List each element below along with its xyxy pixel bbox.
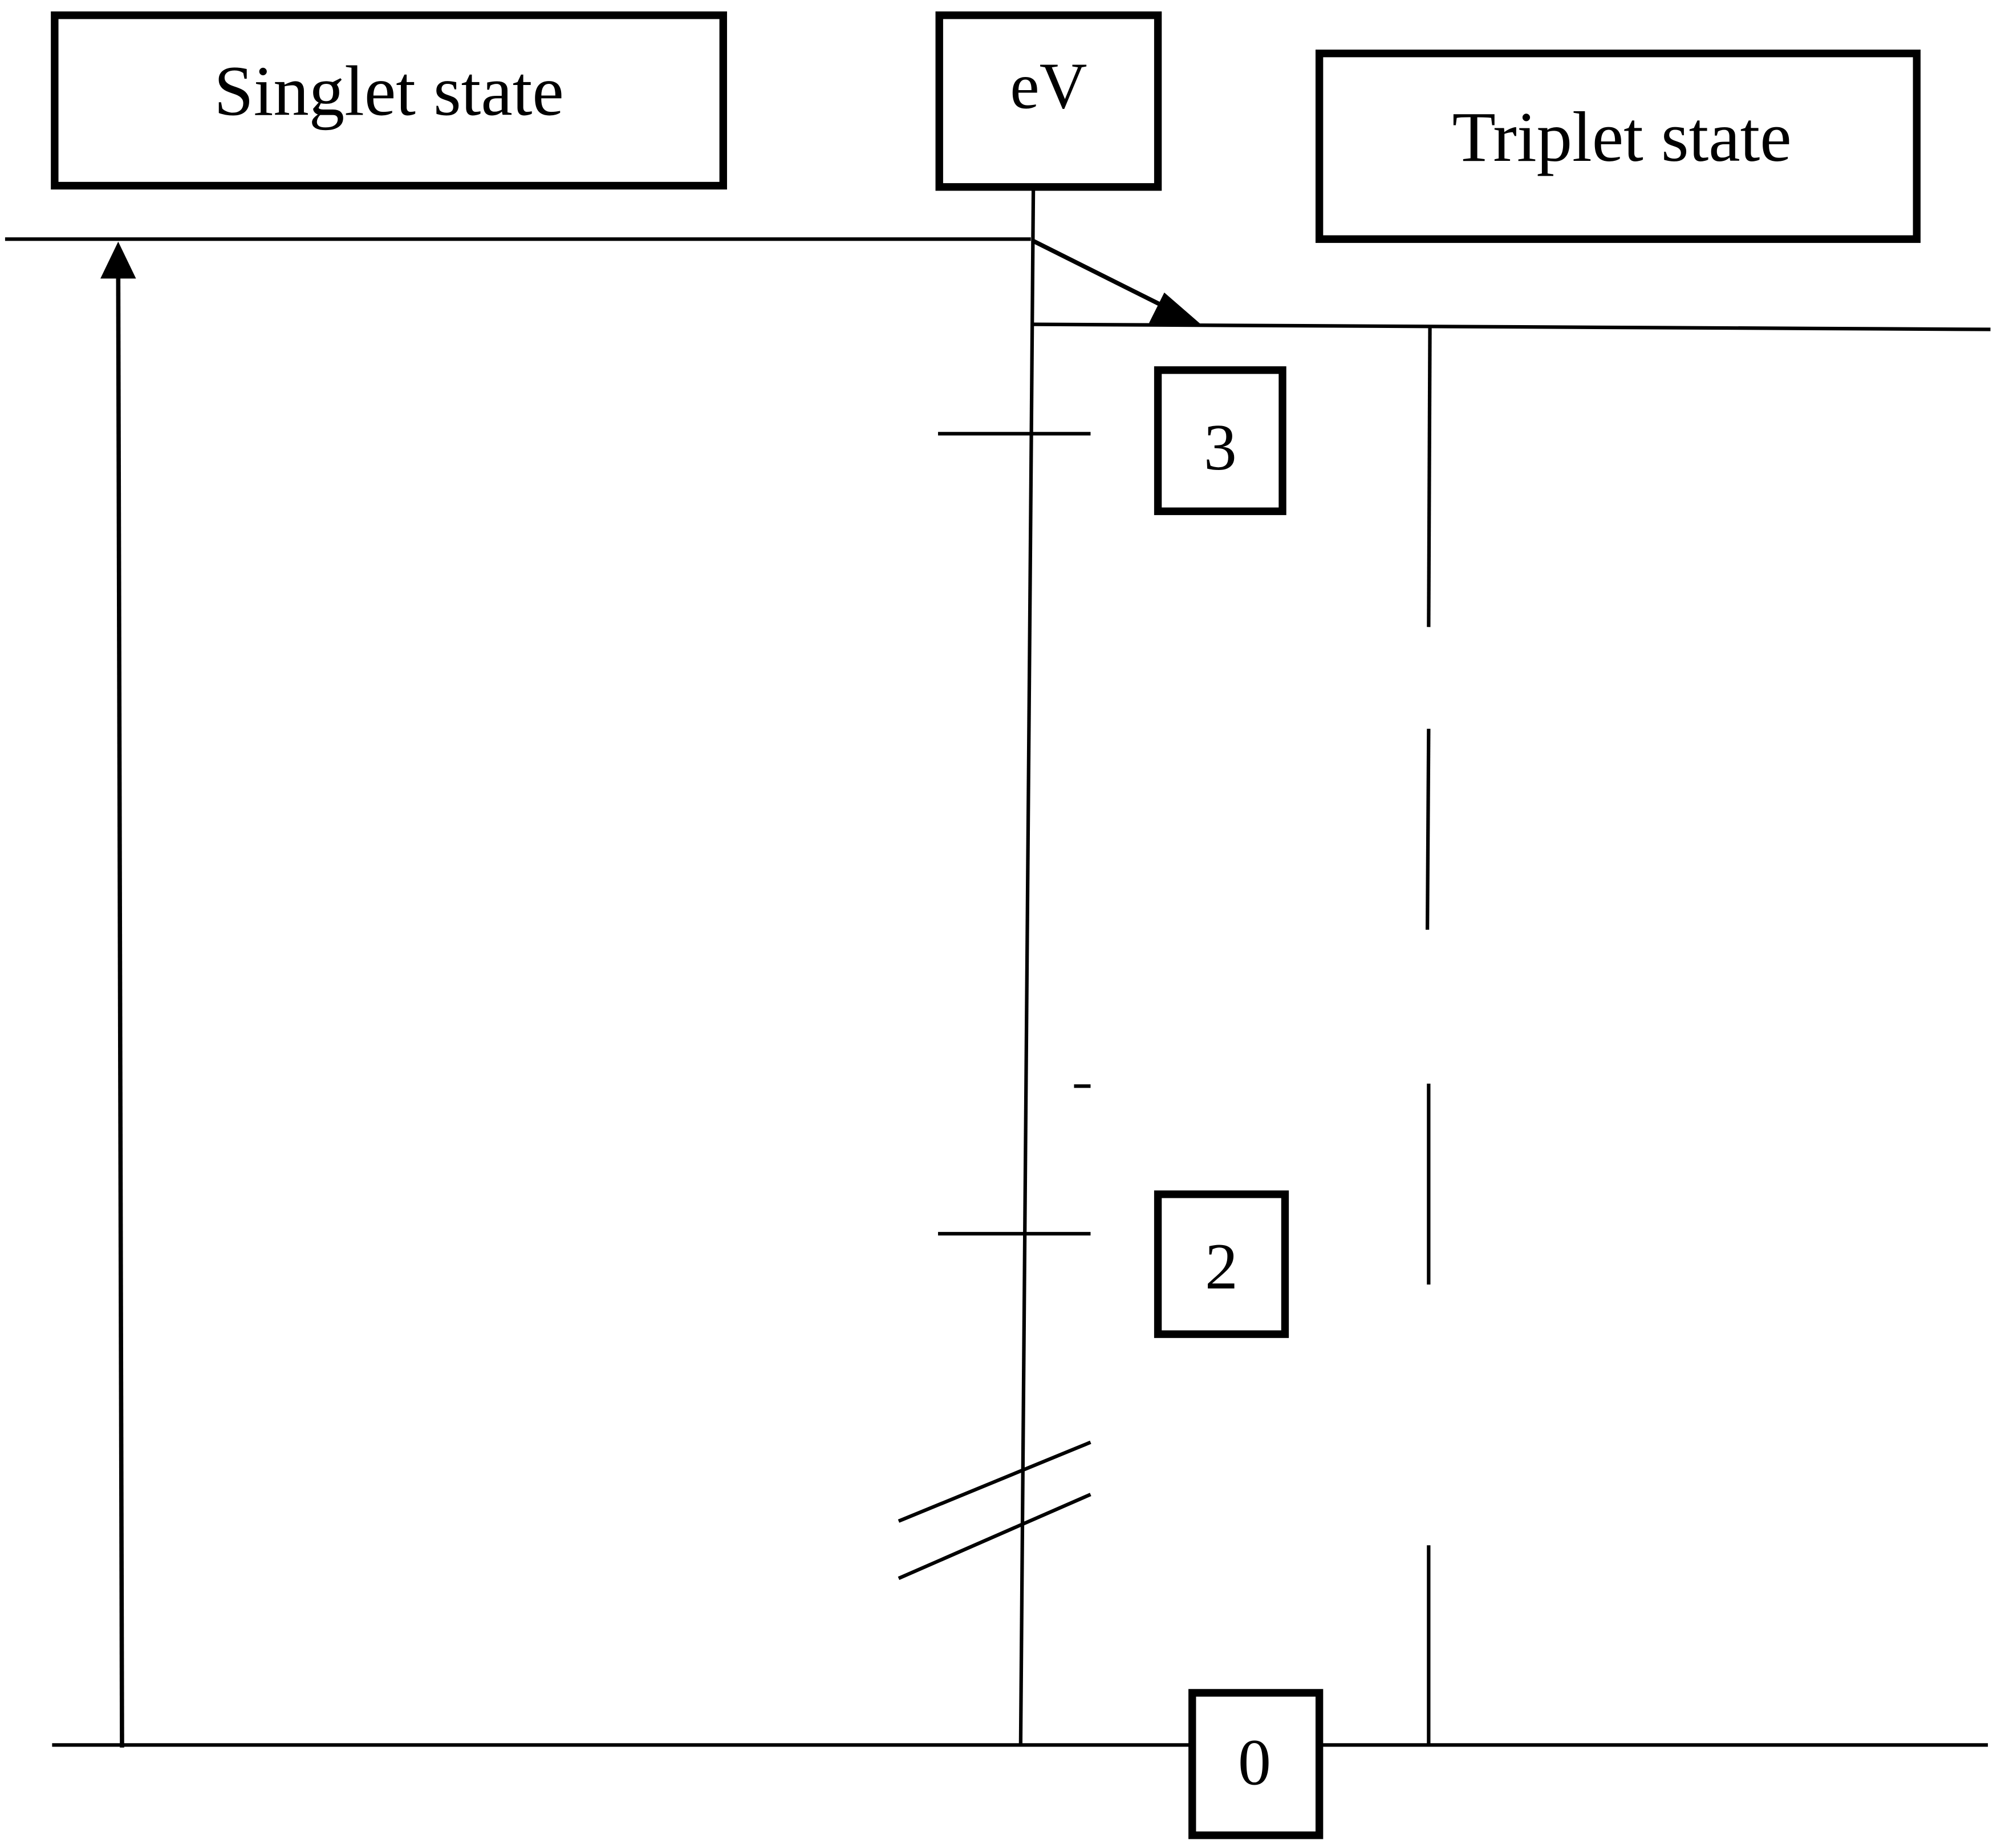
axis-break-marks <box>898 1440 1091 1580</box>
ev-unit-label-box: eV <box>935 11 1162 191</box>
ev-unit-label: eV <box>1010 50 1087 123</box>
tick-label-3-box: 3 <box>1154 366 1286 516</box>
triplet-state-label-box: Triplet state <box>1315 49 1921 243</box>
triplet-state-label: Triplet state <box>1452 98 1792 177</box>
singlet-state-label: Singlet state <box>214 52 564 131</box>
energy-axis-line <box>1018 187 1036 1745</box>
intersystem-crossing-arrow <box>1031 238 1203 326</box>
tick-label-2-box: 2 <box>1154 1190 1289 1338</box>
excitation-arrow <box>100 241 136 1748</box>
triplet-dashed-line <box>1425 328 1432 1745</box>
singlet-state-label-box: Singlet state <box>51 11 727 190</box>
tick-label-0-box: 0 <box>1188 1689 1324 1839</box>
tick-label-0: 0 <box>1238 1727 1271 1800</box>
triplet-level-line <box>1033 322 1991 331</box>
tick-label-3: 3 <box>1204 411 1237 484</box>
tick-label-2: 2 <box>1205 1230 1238 1303</box>
